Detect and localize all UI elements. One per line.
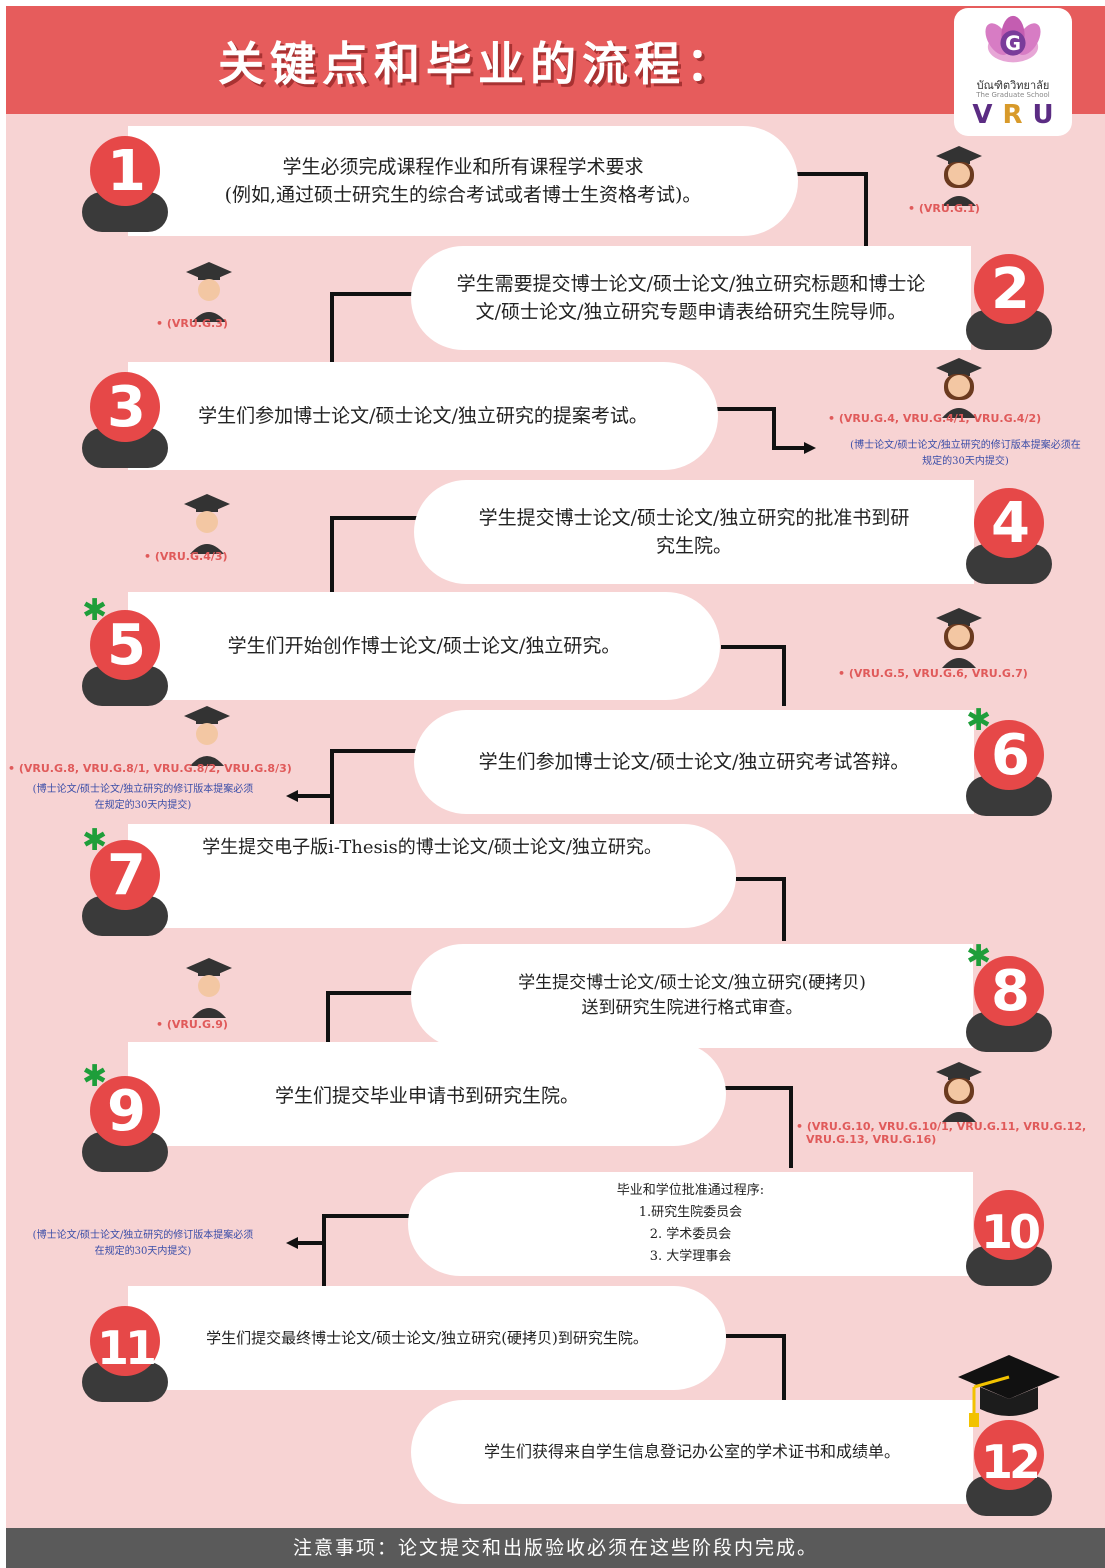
- star-icon: ✱: [966, 939, 992, 974]
- step-2-text-line-2: 文/硕士论文/独立研究专题申请表给研究生院导师。: [475, 301, 907, 323]
- step-4-text-line-1: 学生提交博士论文/硕士论文/独立研究的批准书到研: [478, 506, 910, 529]
- male-graduate-avatar-icon: [184, 494, 230, 554]
- regulation-code-step-6: • (VRU.G.8, VRU.G.8/1, VRU.G.8/2, VRU.G.…: [8, 762, 292, 775]
- star-icon: ✱: [82, 593, 108, 628]
- revision-note-2: (博士论文/硕士论文/独立研究的修订版本提案必须在规定的30天内提交): [32, 784, 254, 811]
- step-1-box: 学生必须完成课程作业和所有课程学术要求 (例如,通过硕士研究生的综合考试或者博士生…: [128, 126, 798, 236]
- step-10-text-line-4: 3. 大学理事会: [649, 1249, 732, 1265]
- step-4-box: 学生提交博士论文/硕士论文/独立研究的批准书到研究生院。: [414, 480, 974, 584]
- regulation-code-step-9-line-2: VRU.G.13, VRU.G.16): [806, 1133, 937, 1146]
- infographic-page: 关键点和毕业的流程： G บัณฑิตวิทยาลัย The Graduate…: [6, 6, 1105, 1568]
- step-12-box: 学生们获得来自学生信息登记办公室的学术证书和成绩单。: [411, 1400, 973, 1504]
- regulation-code-step-4: • (VRU.G.4/3): [144, 550, 228, 563]
- regulation-code-step-2: • (VRU.G.3): [156, 317, 228, 330]
- step-1-text-line-1: 学生必须完成课程作业和所有课程学术要求: [282, 155, 644, 178]
- regulation-code-step-5: • (VRU.G.5, VRU.G.6, VRU.G.7): [838, 667, 1028, 680]
- male-graduate-avatar-icon: [184, 706, 230, 766]
- step-8-text-line-1: 学生提交博士论文/硕士论文/独立研究(硬拷贝): [518, 972, 866, 993]
- step-11-text: 学生们提交最终博士论文/硕士论文/独立研究(硬拷贝)到研究生院。: [206, 1328, 648, 1347]
- step-2-badge: 2: [966, 254, 1052, 364]
- step-1-badge: 1: [82, 136, 168, 246]
- step-4-badge: 4: [966, 488, 1052, 598]
- step-5-badge: 5✱: [82, 596, 168, 720]
- regulation-code-step-9: • (VRU.G.10, VRU.G.10/1, VRU.G.11, VRU.G…: [796, 1120, 1087, 1133]
- step-9-badge: 9✱: [82, 1062, 168, 1186]
- male-graduate-avatar-icon: [186, 958, 232, 1018]
- step-10-text-line-3: 2. 学术委员会: [649, 1227, 732, 1242]
- logo-letter: G: [1005, 32, 1021, 55]
- step-8-box: 学生提交博士论文/硕士论文/独立研究(硬拷贝) 送到研究生院进行格式审查。: [411, 944, 973, 1048]
- flow-connectors: [286, 172, 868, 1401]
- step-12-text: 学生们获得来自学生信息登记办公室的学术证书和成绩单。: [483, 1442, 900, 1461]
- graduation-cap-icon: [958, 1355, 1060, 1427]
- step-9-text: 学生们提交毕业申请书到研究生院。: [274, 1085, 579, 1107]
- step-11-box: 学生们提交最终博士论文/硕士论文/独立研究(硬拷贝)到研究生院。: [128, 1286, 726, 1390]
- step-6-text: 学生们参加博士论文/硕士论文/独立研究考试答辩。: [478, 750, 910, 773]
- step-7-badge: 7✱: [82, 826, 168, 950]
- graduate-school-logo: G บัณฑิตวิทยาลัย The Graduate School VRU: [954, 8, 1072, 136]
- star-icon: ✱: [82, 823, 108, 858]
- female-graduate-avatar-icon: [936, 358, 982, 418]
- lotus-logo-icon: G: [985, 15, 1041, 63]
- step-6-box: 学生们参加博士论文/硕士论文/独立研究考试答辩。: [414, 710, 974, 814]
- female-graduate-avatar-icon: [936, 146, 982, 206]
- step-12-badge: 12: [966, 1420, 1052, 1530]
- step-8-text-line-2: 送到研究生院进行格式审查。: [581, 998, 803, 1018]
- step-3-box: 学生们参加博士论文/硕士论文/独立研究的提案考试。: [128, 362, 718, 470]
- step-1-text-line-2: (例如,通过硕士研究生的综合考试或者博士生资格考试)。: [224, 184, 702, 206]
- step-4-text-line-2: 究生院。: [655, 535, 732, 557]
- footer-note: 注意事项：论文提交和出版验收必须在这些阶段内完成。: [6, 1528, 1105, 1568]
- step-5-text: 学生们开始创作博士论文/硕士论文/独立研究。: [227, 634, 621, 657]
- page-title: 关键点和毕业的流程：: [218, 37, 738, 91]
- female-graduate-avatar-icon: [936, 1062, 982, 1122]
- step-10-badge: 10: [966, 1190, 1052, 1300]
- star-icon: ✱: [966, 703, 992, 738]
- regulation-code-step-3: • (VRU.G.4, VRU.G.4/1, VRU.G.4/2): [828, 412, 1042, 425]
- logo-vru: VRU: [972, 100, 1064, 130]
- revision-note-3: (博士论文/硕士论文/独立研究的修订版本提案必须在规定的30天内提交): [32, 1230, 254, 1257]
- step-11-badge: 11: [82, 1306, 168, 1416]
- step-10-text-line-2: 1.研究生院委员会: [638, 1204, 743, 1220]
- step-8-badge: 8✱: [966, 942, 1052, 1066]
- step-7-box: 学生提交电子版i-Thesis的博士论文/硕士论文/独立研究。: [128, 824, 736, 928]
- step-3-text: 学生们参加博士论文/硕士论文/独立研究的提案考试。: [198, 404, 648, 427]
- logo-subtitle: The Graduate School: [976, 91, 1050, 99]
- female-graduate-avatar-icon: [936, 608, 982, 668]
- step-2-box: 学生需要提交博士论文/硕士论文/独立研究标题和博士论文/硕士论文/独立研究专题申…: [411, 246, 971, 350]
- male-graduate-avatar-icon: [186, 262, 232, 322]
- regulation-code-step-1: • (VRU.G.1): [908, 202, 980, 215]
- star-icon: ✱: [82, 1059, 108, 1094]
- step-3-badge: 3: [82, 372, 168, 482]
- step-9-box: 学生们提交毕业申请书到研究生院。: [128, 1042, 726, 1146]
- regulation-code-step-8: • (VRU.G.9): [156, 1018, 228, 1031]
- step-7-text: 学生提交电子版i-Thesis的博士论文/硕士论文/独立研究。: [202, 837, 662, 858]
- revision-note-1: (博士论文/硕士论文/独立研究的修订版本提案必须在规定的30天内提交): [850, 440, 1081, 467]
- step-2-text-line-1: 学生需要提交博士论文/硕士论文/独立研究标题和博士论: [456, 272, 926, 295]
- step-6-badge: 6✱: [966, 706, 1052, 830]
- logo-thai-text: บัณฑิตวิทยาลัย: [976, 79, 1050, 92]
- step-10-text-line-1: 毕业和学位批准通过程序:: [616, 1182, 765, 1198]
- step-5-box: 学生们开始创作博士论文/硕士论文/独立研究。: [128, 592, 720, 700]
- step-10-box: 毕业和学位批准通过程序: 1.研究生院委员会 2. 学术委员会 3. 大学理事会: [408, 1172, 973, 1276]
- header-bar: 关键点和毕业的流程： G บัณฑิตวิทยาลัย The Graduate…: [6, 6, 1105, 136]
